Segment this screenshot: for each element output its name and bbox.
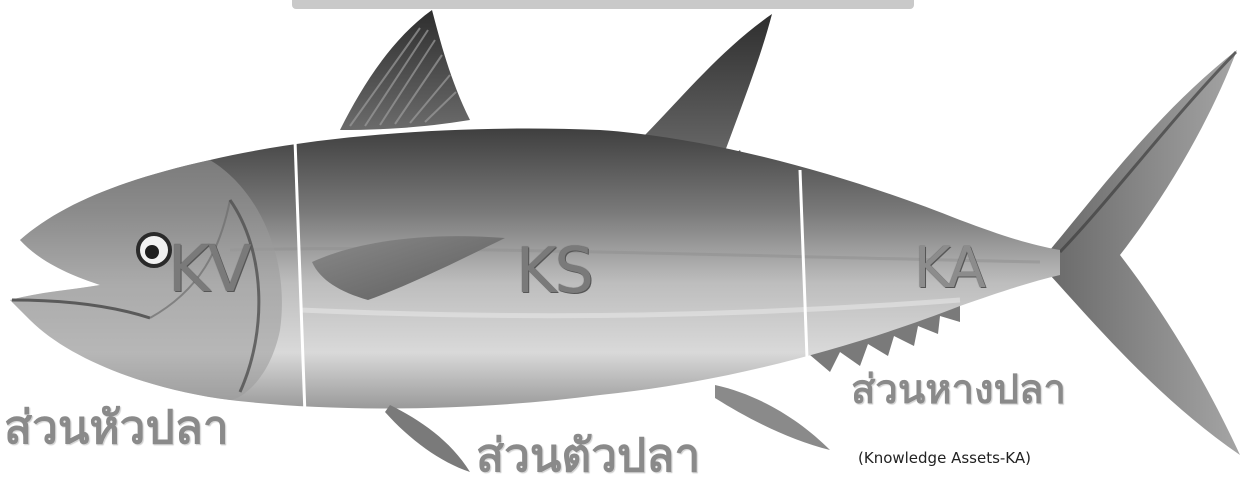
thai-label-body: ส่วนตัวปลา (476, 432, 700, 478)
segment-code-ka: KA (914, 241, 984, 297)
segment-code-kv: KV (168, 238, 250, 302)
segment-code-ks: KS (516, 240, 592, 302)
thai-label-head: ส่วนหัวปลา (4, 404, 229, 450)
pelvic-fin (385, 405, 470, 472)
tail-fin (1050, 50, 1240, 455)
thai-label-tail: ส่วนหางปลา (851, 370, 1066, 410)
anal-fin (715, 385, 830, 450)
knowledge-assets-subtitle: (Knowledge Assets-KA) (858, 449, 1031, 467)
fish-eye (138, 234, 170, 266)
